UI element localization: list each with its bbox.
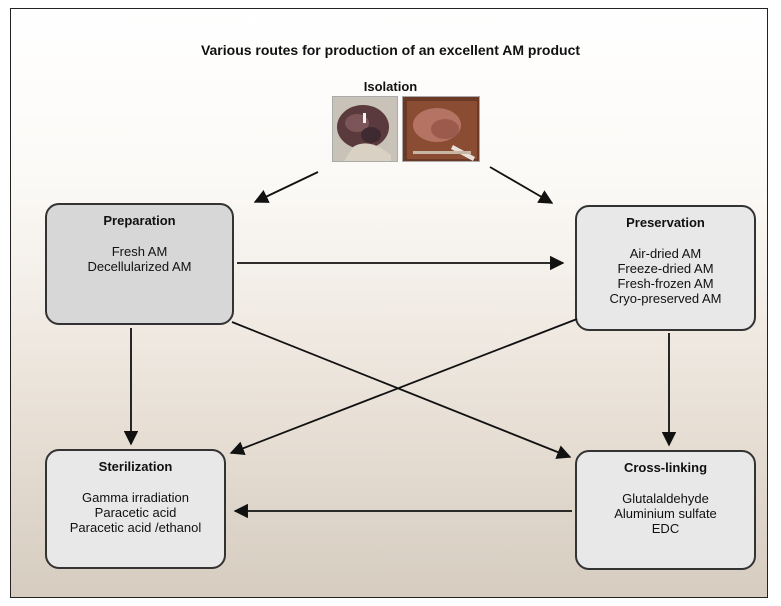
arrow-isolation-to-preservation bbox=[489, 166, 554, 204]
preservation-item: Fresh-frozen AM bbox=[617, 276, 714, 291]
preparation-node: Preparation Fresh AM Decellularized AM bbox=[45, 203, 234, 325]
sterilization-node: Sterilization Gamma irradiation Paraceti… bbox=[45, 449, 226, 569]
sterilization-item: Gamma irradiation bbox=[82, 490, 189, 505]
amnion-tissue-photo-2 bbox=[402, 96, 480, 162]
crosslinking-item: Aluminium sulfate bbox=[614, 506, 717, 521]
crosslinking-node: Cross-linking Glutalaldehyde Aluminium s… bbox=[575, 450, 756, 570]
preservation-title: Preservation bbox=[626, 215, 705, 230]
preservation-item: Cryo-preserved AM bbox=[609, 291, 722, 306]
arrow-preservation-to-sterilization bbox=[229, 318, 578, 456]
preparation-title: Preparation bbox=[103, 213, 176, 228]
preservation-item: Air-dried AM bbox=[629, 246, 702, 261]
sterilization-item: Paracetic acid /ethanol bbox=[69, 520, 202, 535]
arrow-preparation-to-crosslinking bbox=[231, 321, 572, 459]
isolation-label: Isolation bbox=[363, 79, 418, 94]
crosslinking-item: Glutalaldehyde bbox=[622, 491, 709, 506]
diagram-title: Various routes for production of an exce… bbox=[200, 42, 581, 58]
preparation-item: Fresh AM bbox=[111, 244, 168, 259]
amnion-tissue-photo-1 bbox=[332, 96, 398, 162]
crosslinking-title: Cross-linking bbox=[623, 460, 708, 475]
preparation-item: Decellularized AM bbox=[87, 259, 192, 274]
arrow-isolation-to-preparation bbox=[253, 171, 319, 203]
sterilization-title: Sterilization bbox=[98, 459, 173, 474]
crosslinking-item: EDC bbox=[651, 521, 680, 536]
preservation-item: Freeze-dried AM bbox=[617, 261, 714, 276]
preservation-node: Preservation Air-dried AM Freeze-dried A… bbox=[575, 205, 756, 331]
sterilization-item: Paracetic acid bbox=[94, 505, 177, 520]
